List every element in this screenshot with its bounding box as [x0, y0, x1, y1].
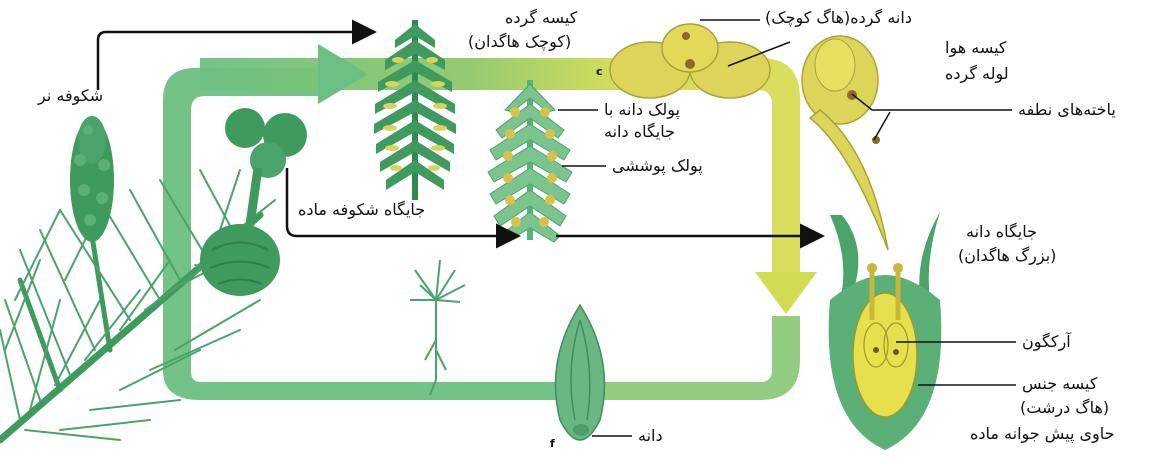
- female-cone-branch: [200, 108, 307, 296]
- label-seed: دانه: [638, 426, 663, 446]
- label-archegonium: آرکگون: [1022, 332, 1071, 352]
- label-microsporangium: (کوچک هاگدان): [468, 32, 571, 52]
- label-embryo-sac-line2: (هاگ درشت): [1020, 398, 1109, 418]
- label-male-cone: شکوفه نر: [38, 86, 103, 106]
- pollen-tube-illustration: [802, 36, 888, 250]
- label-embryo-sac-line3: حاوی پیش جوانه ماده: [970, 424, 1115, 444]
- label-female-cone-site: جایگاه شکوفه ماده: [298, 200, 425, 220]
- label-megasporangium: (بزرگ هاگدان): [958, 246, 1056, 266]
- label-scale-with-ovule-line1: پولک دانه با: [604, 100, 680, 120]
- seedling-illustration: [410, 260, 465, 395]
- label-ovule-site: جایگاه دانه: [966, 222, 1037, 242]
- label-sperm-cells: یاخته‌های نطفه: [1018, 100, 1116, 120]
- marker-f: f: [550, 434, 555, 454]
- marker-c: c: [596, 62, 603, 82]
- seed-illustration: [556, 305, 605, 440]
- label-scale-with-ovule-line2: جایگاه دانه: [604, 122, 675, 142]
- label-air-sac: کیسه هوا: [945, 38, 1007, 58]
- male-cone-illustration: [374, 20, 456, 200]
- ovule-illustration: [829, 212, 942, 450]
- label-pollen-sac: کیسه گرده: [505, 8, 577, 28]
- label-embryo-sac-line1: کیسه جنس: [1022, 374, 1098, 394]
- label-cover-scale: پولک پوششی: [612, 156, 703, 176]
- male-cone-cluster: [70, 116, 114, 242]
- label-pollen-grain: دانه گرده(هاگ کوچک): [765, 8, 912, 28]
- label-pollen-tube: لوله گرده: [945, 64, 1009, 84]
- female-cone-illustration: [488, 80, 572, 242]
